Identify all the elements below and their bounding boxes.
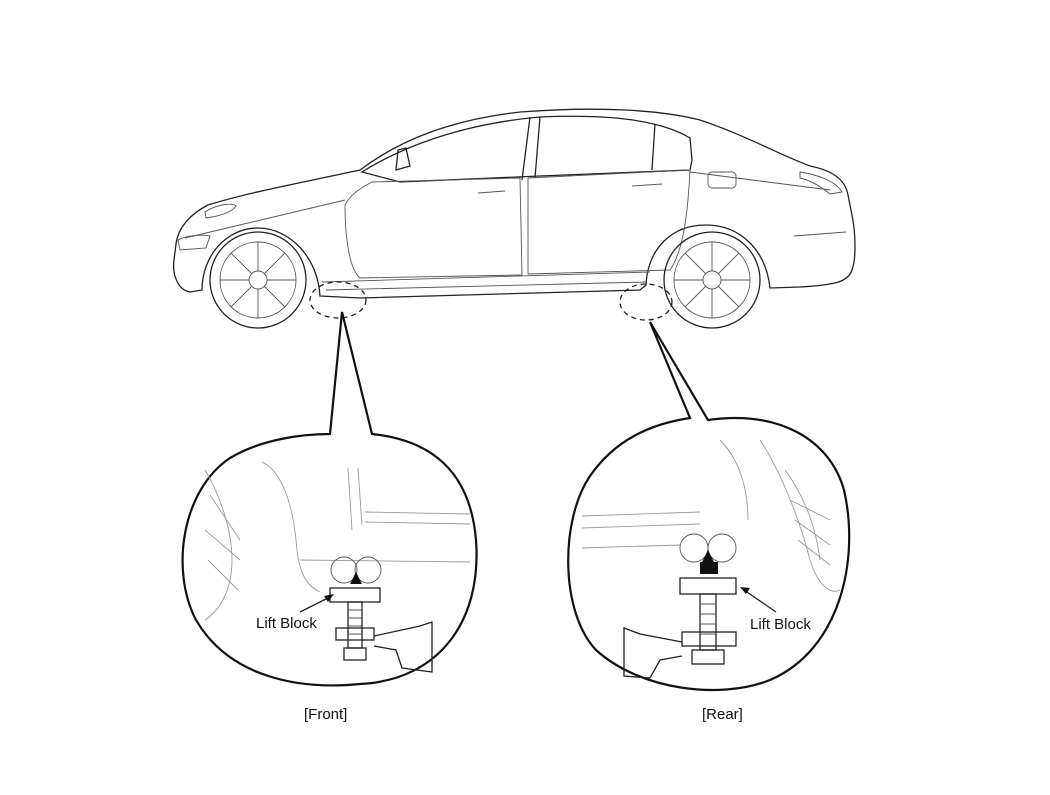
front-detail-bubble <box>181 311 478 687</box>
car-headlight <box>177 203 237 251</box>
car-door-lines <box>344 169 691 279</box>
front-wheel <box>209 231 307 329</box>
rear-lift-block-label: Lift Block <box>750 616 811 633</box>
rear-bubble-outline <box>567 321 851 692</box>
rear-wheel <box>663 231 761 329</box>
rear-detail-bubble <box>567 321 851 692</box>
car-taillight <box>793 171 847 237</box>
rear-lift-block <box>623 533 737 679</box>
rear-lift-block-pointer <box>743 589 777 613</box>
rear-lift-point-marker <box>619 283 673 321</box>
front-bubble-outline <box>181 311 478 687</box>
front-lift-block-label: Lift Block <box>256 615 317 632</box>
car-greenhouse <box>360 115 693 183</box>
car-window-pillars <box>521 116 656 181</box>
front-caption: [Front] <box>304 706 348 723</box>
car-fuel-door <box>707 171 737 189</box>
rear-caption: [Rear] <box>702 706 743 723</box>
car-side-view <box>172 108 856 329</box>
front-lift-block <box>329 556 433 673</box>
car-side-sill <box>184 171 831 291</box>
car-door-handles <box>477 183 663 194</box>
front-lift-point-marker <box>309 281 367 319</box>
car-body-outline <box>172 108 856 299</box>
car-mirror <box>395 147 411 171</box>
